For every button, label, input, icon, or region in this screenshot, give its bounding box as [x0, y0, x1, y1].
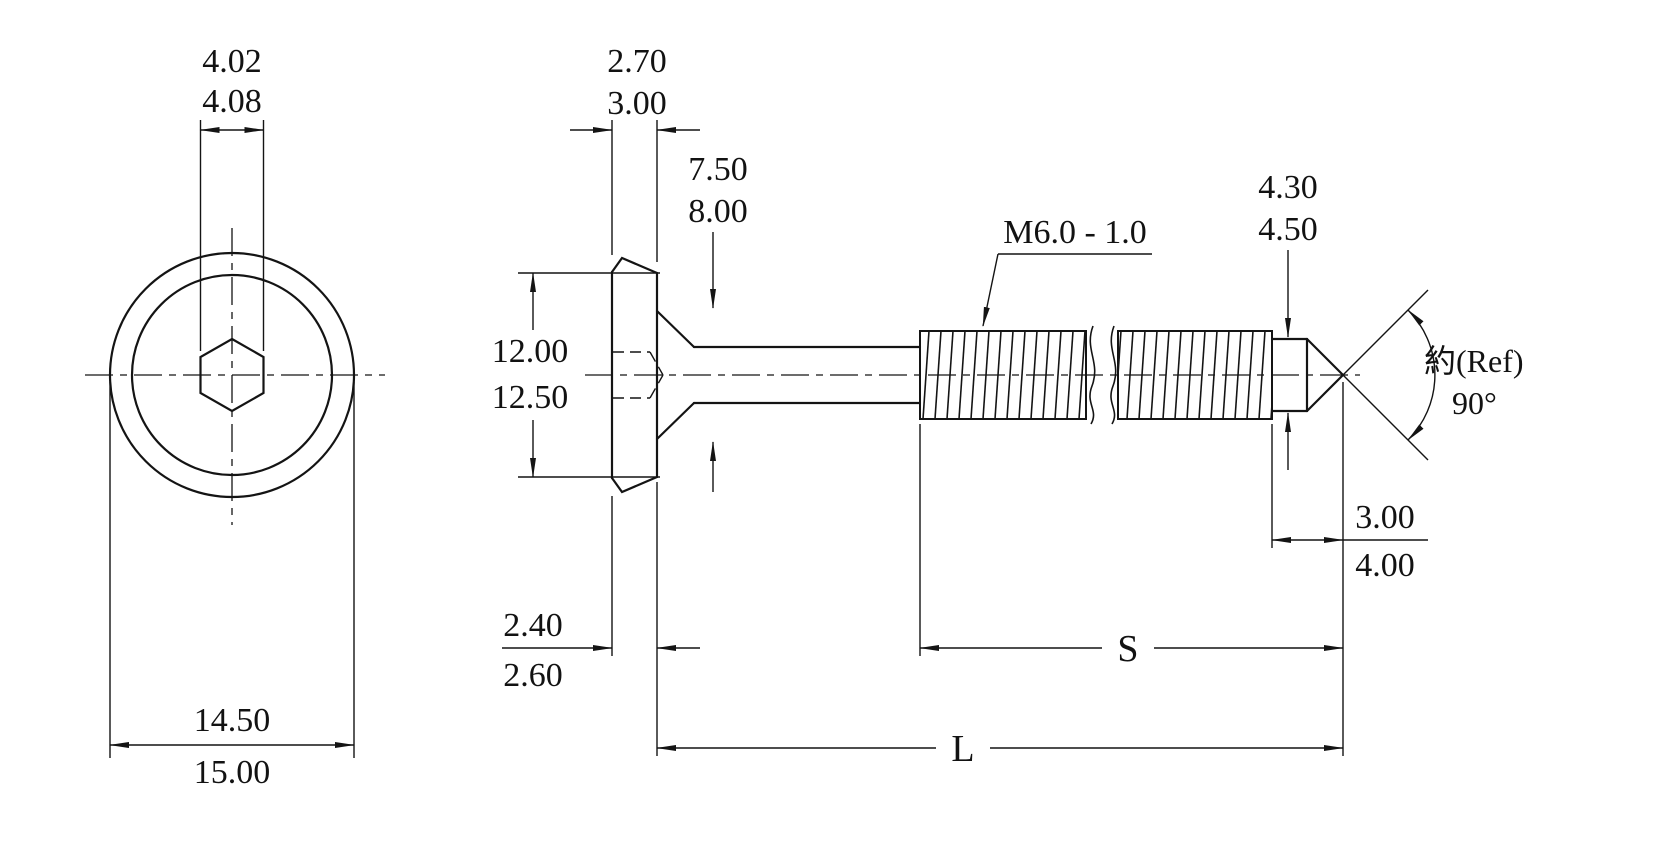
- dim-overall-length: L: [656, 482, 1344, 770]
- dim-boss-diameter-lower: 8.00: [688, 193, 748, 230]
- dim-tip-length-upper: 3.00: [1355, 499, 1415, 536]
- dim-flange-thickness: 2.70 3.00: [570, 43, 700, 262]
- hidden-socket-lines: [613, 351, 664, 399]
- dim-head-edge-thickness-upper: 2.40: [503, 607, 563, 644]
- thread-section-left: [919, 330, 1087, 420]
- head-inner-circle: [130, 273, 334, 477]
- dim-head-diameter-lower: 15.00: [194, 754, 271, 791]
- thread-spec-callout: M6.0 - 1.0: [982, 214, 1152, 327]
- dim-tip-length: 3.00 4.00: [1271, 424, 1428, 584]
- front-view: 4.02 4.08 14.50 15.00: [85, 43, 385, 791]
- overall-length-label: L: [951, 728, 974, 770]
- dim-head-diameter: 14.50 15.00: [109, 382, 355, 791]
- head-outline: [610, 256, 696, 494]
- dim-head-face-diameter-lower: 12.50: [492, 379, 569, 416]
- dim-flange-thickness-upper: 2.70: [607, 43, 667, 80]
- dim-head-edge-thickness: 2.40 2.60: [502, 496, 700, 694]
- shank: [692, 345, 922, 405]
- point-angle-construction: 約(Ref) 90°: [1342, 289, 1524, 461]
- thread-section-right: [1117, 330, 1273, 420]
- dim-thread-length: S: [919, 382, 1344, 756]
- dim-head-edge-thickness-lower: 2.60: [503, 657, 563, 694]
- dim-boss-diameter: 7.50 8.00: [688, 151, 748, 492]
- dim-flange-thickness-lower: 3.00: [607, 85, 667, 122]
- dim-tip-diameter: 4.30 4.50: [1258, 169, 1318, 470]
- dim-boss-diameter-upper: 7.50: [688, 151, 748, 188]
- head-outer-circle: [108, 251, 356, 499]
- hex-socket-outline: [199, 337, 265, 413]
- dim-tip-diameter-lower: 4.50: [1258, 211, 1318, 248]
- point-angle-value-text: 90°: [1452, 385, 1497, 421]
- thread-spec-text: M6.0 - 1.0: [1003, 214, 1147, 251]
- dim-head-face-diameter: 12.00 12.50: [492, 272, 660, 478]
- thread-length-label: S: [1117, 628, 1138, 670]
- point-angle-ref-text: 約(Ref): [1424, 343, 1524, 379]
- dim-socket-width-upper: 4.02: [202, 43, 262, 80]
- break-lines: [1089, 325, 1117, 425]
- dim-head-face-diameter-upper: 12.00: [492, 333, 569, 370]
- dim-tip-length-lower: 4.00: [1355, 547, 1415, 584]
- dim-head-diameter-upper: 14.50: [194, 702, 271, 739]
- dim-socket-width-lower: 4.08: [202, 83, 262, 120]
- dim-tip-diameter-upper: 4.30: [1258, 169, 1318, 206]
- side-view: 約(Ref) 90° M6.0 - 1.0 2.70 3.00 7.50 8.0…: [492, 43, 1524, 770]
- tip-outline: [1270, 337, 1345, 413]
- dim-socket-width: 4.02 4.08: [199, 43, 265, 351]
